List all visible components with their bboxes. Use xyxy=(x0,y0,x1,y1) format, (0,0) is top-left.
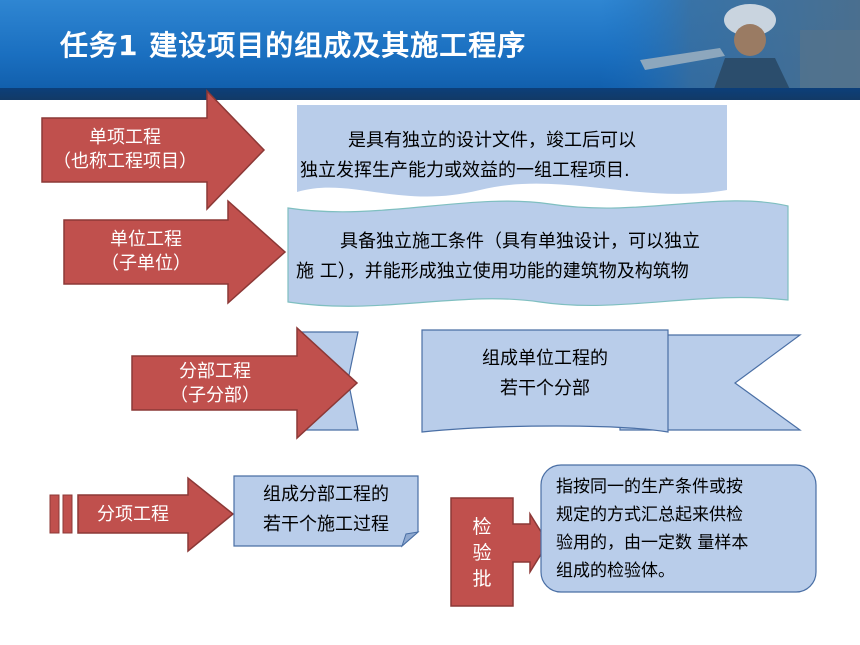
title-bar: 任务1 建设项目的组成及其施工程序 xyxy=(0,0,860,100)
desc-danxiang-line2: 独立发挥生产能力或效益的一组工程项目. xyxy=(300,160,630,181)
label-danwei: 单位工程 （子单位） xyxy=(64,228,228,276)
desc-fenbu: 组成单位工程的 若干个分部 xyxy=(422,344,668,404)
desc-jianyanpi-line3: 验用的，由一定数 量样本 xyxy=(556,533,749,553)
label-fenxiang-name: 分项工程 xyxy=(97,504,169,525)
label-danwei-note: （子单位） xyxy=(101,253,191,274)
label-jianyanpi: 检 验 批 xyxy=(451,514,513,592)
label-fenbu-name: 分部工程 xyxy=(179,361,251,382)
desc-danxiang: 是具有独立的设计文件，竣工后可以 独立发挥生产能力或效益的一组工程项目. xyxy=(300,126,725,186)
desc-fenbu-line1: 组成单位工程的 xyxy=(482,348,608,369)
title-underline-band xyxy=(0,88,860,100)
label-jianyanpi-char3: 批 xyxy=(472,568,492,590)
desc-jianyanpi: 指按同一的生产条件或按 规定的方式汇总起来供检 验用的，由一定数 量样本 组成的… xyxy=(556,473,811,585)
desc-fenxiang: 组成分部工程的 若干个施工过程 xyxy=(234,480,418,540)
wave-box-danwei xyxy=(287,200,789,307)
worker-photo xyxy=(600,0,860,100)
desc-danwei-line2: 施 工），并能形成独立使用功能的建筑物及构筑物 xyxy=(296,261,689,282)
arrow-shape-fenbu xyxy=(131,326,359,440)
desc-jianyanpi-line1: 指按同一的生产条件或按 xyxy=(556,477,743,497)
arrow-shape-danwei xyxy=(63,199,287,305)
label-danxiang-note: （也称工程项目） xyxy=(53,151,197,172)
desc-jianyanpi-line2: 规定的方式汇总起来供检 xyxy=(556,505,743,525)
arrow-shape-danxiang xyxy=(41,89,266,211)
desc-danxiang-line1: 是具有独立的设计文件，竣工后可以 xyxy=(348,130,636,151)
label-jianyanpi-char1: 检 xyxy=(472,516,492,538)
desc-fenxiang-line2: 若干个施工过程 xyxy=(263,514,389,535)
stripe-bar-1 xyxy=(49,494,60,534)
stripe-bar-2 xyxy=(62,494,73,534)
desc-fenbu-line2: 若干个分部 xyxy=(500,378,590,399)
label-fenxiang: 分项工程 xyxy=(78,503,188,527)
desc-fenxiang-line1: 组成分部工程的 xyxy=(263,484,389,505)
label-fenbu: 分部工程 （子分部） xyxy=(132,360,298,408)
desc-jianyanpi-line4: 组成的检验体。 xyxy=(556,561,675,581)
label-danwei-name: 单位工程 xyxy=(110,229,182,250)
label-danxiang: 单项工程 （也称工程项目） xyxy=(42,126,208,174)
rounded-box-jianyanpi xyxy=(540,464,817,593)
callout-arrow-jianyanpi xyxy=(450,497,549,607)
desc-danwei: 具备独立施工条件（具有单独设计，可以独立 施 工），并能形成独立使用功能的建筑物… xyxy=(296,227,784,287)
ribbon-center-fenbu xyxy=(421,329,669,433)
page-title: 任务1 建设项目的组成及其施工程序 xyxy=(60,29,527,62)
wave-box-danxiang xyxy=(297,105,727,197)
arrow-shape-fenxiang xyxy=(77,476,235,553)
label-jianyanpi-char2: 验 xyxy=(472,542,492,564)
desc-danwei-line1: 具备独立施工条件（具有单独设计，可以独立 xyxy=(340,231,700,252)
label-fenbu-note: （子分部） xyxy=(170,385,260,406)
folded-corner xyxy=(400,531,420,548)
label-danxiang-name: 单项工程 xyxy=(89,127,161,148)
